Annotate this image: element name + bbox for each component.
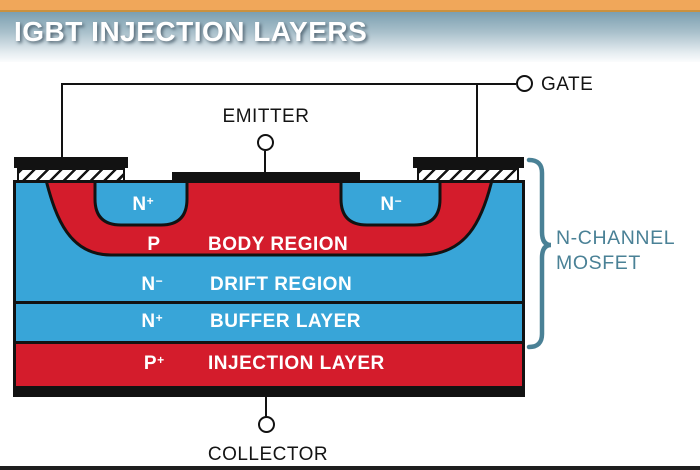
n-minus-well-label: N−: [380, 194, 402, 215]
emitter-terminal-circle: [257, 134, 274, 151]
header-accent-bar: [0, 0, 700, 12]
collector-label: COLLECTOR: [207, 444, 329, 465]
emitter-label: EMITTER: [222, 106, 310, 127]
upper-region-graphic: [16, 183, 522, 301]
buffer-layer: [16, 301, 522, 341]
gate-wire-right-vertical: [476, 83, 478, 159]
mosfet-annotation-line1: N-CHANNEL: [556, 227, 676, 249]
collector-terminal-circle: [258, 416, 275, 433]
collector-metal-contact: [16, 386, 522, 397]
device-cross-section: [13, 180, 525, 397]
gate-wire-left-vertical: [61, 83, 63, 158]
buffer-dope-label: N+: [141, 311, 163, 332]
emitter-metal-contact: [172, 172, 360, 181]
header-banner: [0, 12, 700, 62]
injection-layer-name: INJECTION LAYER: [208, 353, 385, 374]
collector-wire: [265, 397, 267, 417]
bottom-frame-edge: [0, 466, 700, 470]
injection-layer: [16, 341, 522, 386]
body-region-name: BODY REGION: [208, 234, 349, 255]
drift-dope-label: N−: [141, 274, 163, 295]
gate-metal-left: [14, 157, 128, 168]
mosfet-annotation: N-CHANNEL MOSFET: [556, 226, 675, 276]
mosfet-annotation-line2: MOSFET: [556, 252, 641, 274]
emitter-wire: [264, 151, 266, 173]
page-title: IGBT INJECTION LAYERS: [14, 16, 368, 47]
gate-metal-right: [413, 157, 524, 168]
injection-dope-label: P+: [143, 353, 165, 374]
n-plus-well-label: N+: [132, 194, 154, 215]
gate-terminal-circle: [516, 75, 533, 92]
mosfet-brace: [526, 157, 552, 350]
n-plus-well-shape: [93, 183, 189, 227]
drift-region-name: DRIFT REGION: [210, 274, 353, 295]
gate-wire-horizontal: [61, 83, 516, 85]
n-minus-well-shape: [339, 183, 442, 227]
buffer-layer-name: BUFFER LAYER: [210, 311, 361, 332]
gate-label: GATE: [541, 74, 594, 95]
body-dope-label: P: [147, 234, 161, 255]
